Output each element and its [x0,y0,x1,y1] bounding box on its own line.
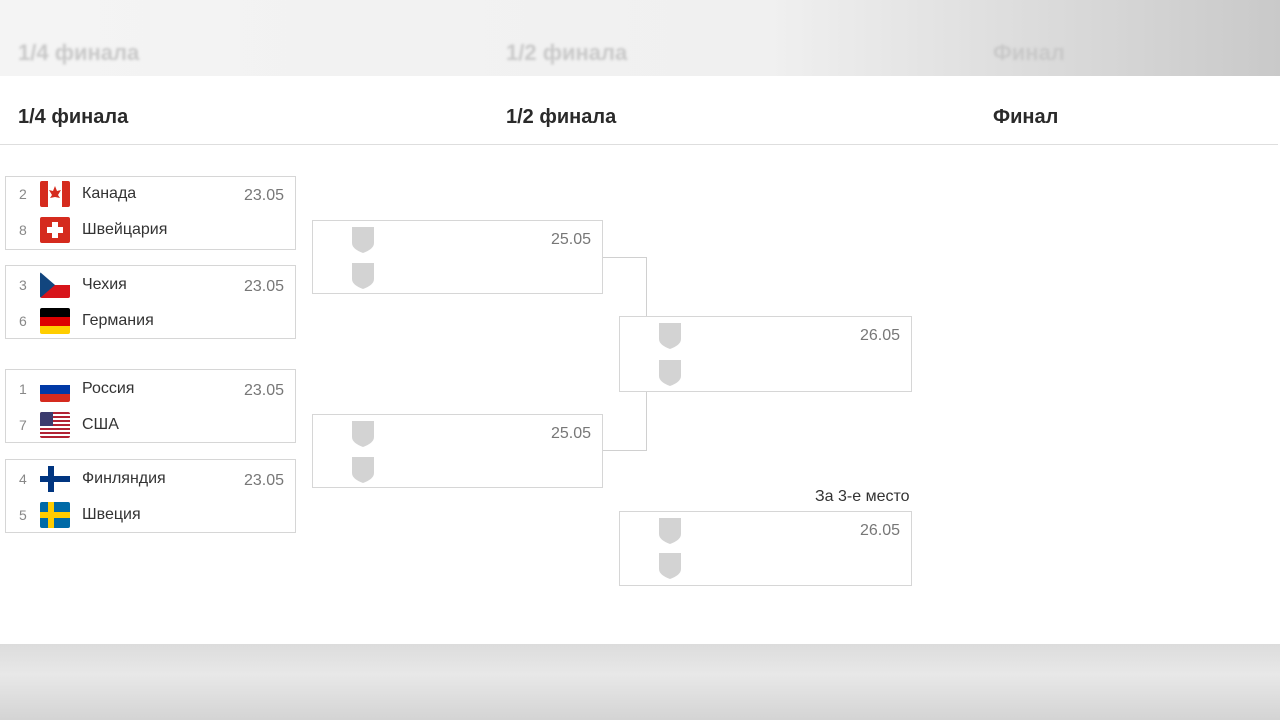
usa-flag-icon [40,412,70,438]
final-match[interactable]: 26.05 [619,316,912,392]
placeholder-shield-icon [352,457,374,483]
team-seed: 3 [19,277,27,293]
team-seed: 1 [19,381,27,397]
team-row: 4 Финляндия 23.05 [6,464,295,494]
bottom-band [0,644,1280,720]
canada-flag-icon [40,181,70,207]
placeholder-shield-icon [352,263,374,289]
match-date: 26.05 [859,522,900,539]
placeholder-shield-icon [659,518,681,544]
match-date: 23.05 [243,382,284,399]
match-date: 26.05 [859,327,900,344]
team-name: США [82,416,119,433]
ghost-header: 1/4 финала 1/2 финала Финал [0,0,1280,76]
ghost-title-quarter: 1/4 финала [18,40,140,65]
team-row: 7 США [6,410,295,440]
quarterfinal-match-3[interactable]: 1 Россия 23.05 7 США [5,369,296,443]
team-row: 2 Канада 23.05 [6,179,295,209]
placeholder-shield-icon [352,421,374,447]
team-name: Швеция [82,506,141,523]
team-row: 1 Россия 23.05 [6,374,295,404]
quarterfinal-match-2[interactable]: 3 Чехия 23.05 6 Германия [5,265,296,339]
switzerland-flag-icon [40,217,70,243]
team-seed: 7 [19,417,27,433]
quarterfinal-match-4[interactable]: 4 Финляндия 23.05 5 Швеция [5,459,296,533]
team-row: 6 Германия [6,306,295,336]
round-title-semi: 1/2 финала [506,106,617,128]
team-name: Россия [82,380,135,397]
bracket-connector [603,257,647,258]
team-seed: 4 [19,471,27,487]
bracket-connector [646,257,647,316]
match-date: 23.05 [243,278,284,295]
header-divider [0,144,1278,145]
match-date: 23.05 [243,187,284,204]
sweden-flag-icon [40,502,70,528]
placeholder-shield-icon [659,553,681,579]
team-name: Германия [82,312,154,329]
placeholder-shield-icon [659,360,681,386]
quarterfinal-match-1[interactable]: 2 Канада 23.05 8 Швейцария [5,176,296,250]
team-seed: 5 [19,507,27,523]
team-row: 3 Чехия 23.05 [6,270,295,300]
finland-flag-icon [40,466,70,492]
semifinal-match-1[interactable]: 25.05 [312,220,603,294]
team-seed: 8 [19,222,27,238]
round-title-final: Финал [993,106,1059,128]
semifinal-match-2[interactable]: 25.05 [312,414,603,488]
third-place-label: За 3-е место [815,488,910,505]
team-name: Чехия [82,276,127,293]
match-date: 23.05 [243,472,284,489]
germany-flag-icon [40,308,70,334]
placeholder-shield-icon [352,227,374,253]
ghost-title-semi: 1/2 финала [506,40,628,65]
team-seed: 2 [19,186,27,202]
team-name: Канада [82,185,137,202]
round-title-quarter: 1/4 финала [18,106,129,128]
team-name: Финляндия [82,470,166,487]
bracket-panel: 1/4 финала 1/2 финала Финал 2 Канада 23.… [0,76,1280,644]
team-row: 5 Швеция [6,500,295,530]
bracket-connector [646,392,647,451]
match-date: 25.05 [550,231,591,248]
placeholder-shield-icon [659,323,681,349]
bracket-connector [603,450,647,451]
czechia-flag-icon [40,272,70,298]
ghost-title-final: Финал [993,40,1065,65]
team-row: 8 Швейцария [6,215,295,245]
match-date: 25.05 [550,425,591,442]
russia-flag-icon [40,376,70,402]
third-place-match[interactable]: 26.05 [619,511,912,586]
team-name: Швейцария [82,221,168,238]
team-seed: 6 [19,313,27,329]
